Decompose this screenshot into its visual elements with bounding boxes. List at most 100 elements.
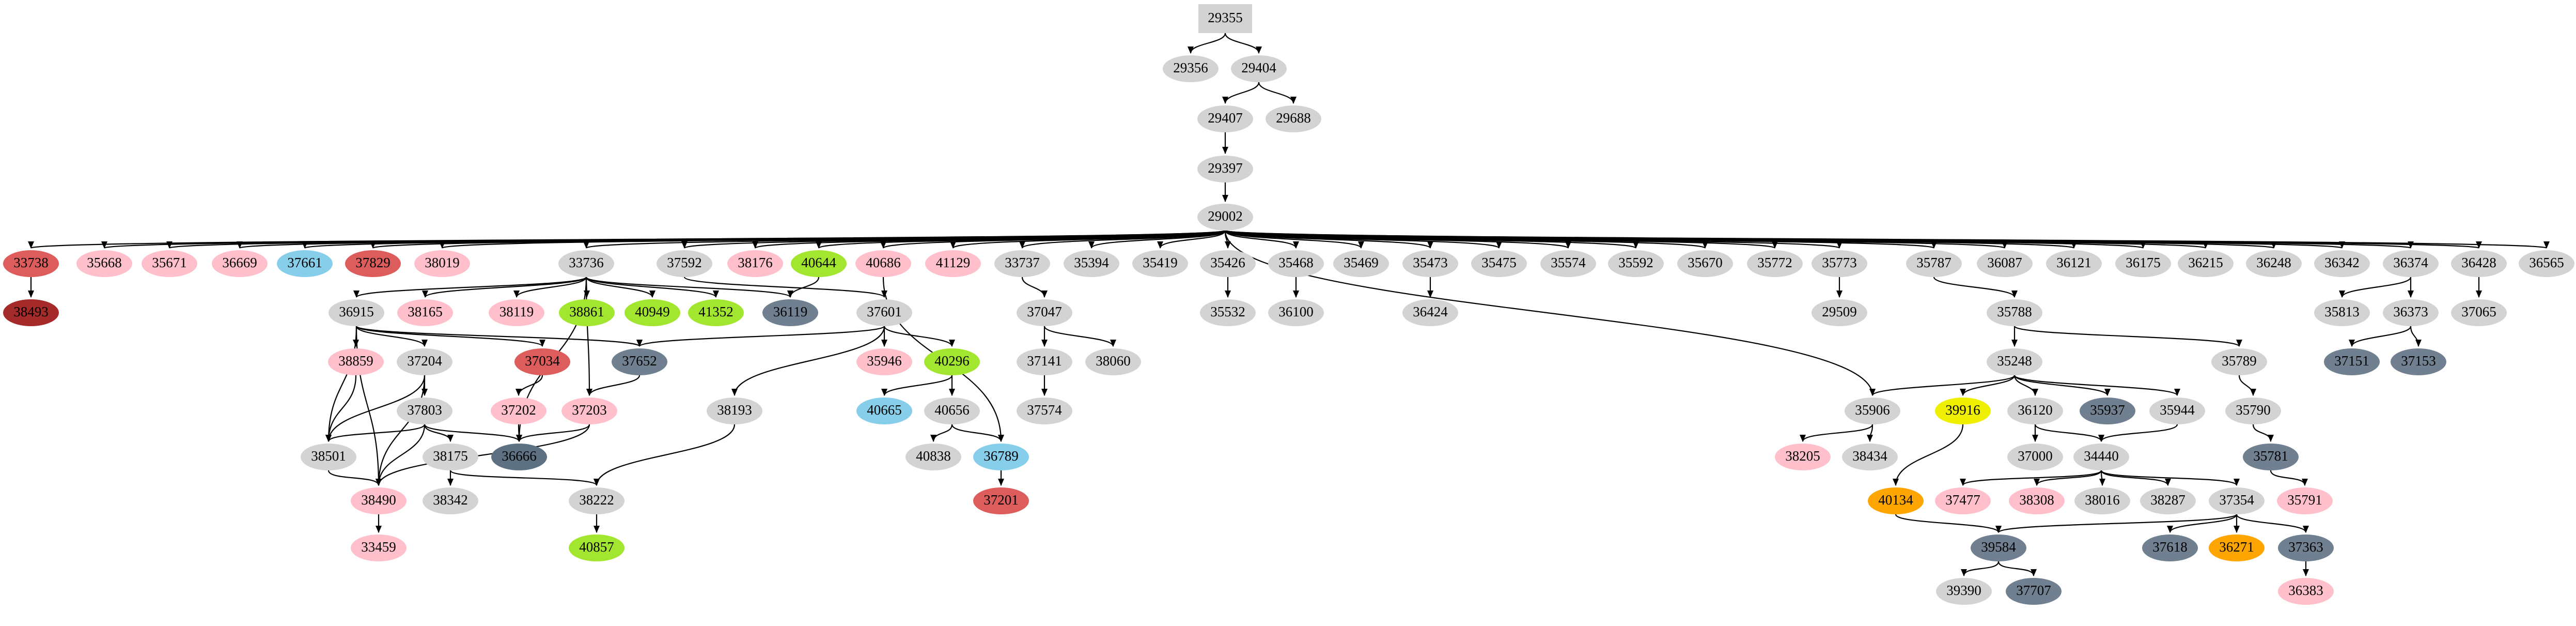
node-37829: 37829 xyxy=(345,250,401,277)
edge-37203-36666 xyxy=(516,424,590,442)
node-shape-39916 xyxy=(1935,398,1991,424)
node-38193: 38193 xyxy=(707,398,762,424)
edge-36915-37652 xyxy=(355,325,643,347)
node-label-38861: 38861 xyxy=(569,304,604,319)
node-label-35419: 35419 xyxy=(1143,255,1178,270)
node-shape-38859 xyxy=(328,348,384,375)
node-40686: 40686 xyxy=(855,250,911,277)
node-shape-35419 xyxy=(1132,250,1188,277)
node-36248: 36248 xyxy=(2246,250,2302,277)
node-38861: 38861 xyxy=(559,299,615,326)
node-shape-35248 xyxy=(1987,348,2042,375)
node-39390: 39390 xyxy=(1936,578,1992,605)
edge-35789-35790 xyxy=(2238,375,2256,396)
node-38859: 38859 xyxy=(328,348,384,375)
node-label-29509: 29509 xyxy=(1822,304,1857,319)
node-shape-36374 xyxy=(2383,250,2439,277)
node-shape-36669 xyxy=(212,250,268,277)
node-shape-40857 xyxy=(569,535,625,561)
node-35946: 35946 xyxy=(856,348,912,375)
node-shape-37477 xyxy=(1935,487,1991,514)
node-40857: 40857 xyxy=(569,535,625,561)
node-label-35787: 35787 xyxy=(1916,255,1951,270)
node-label-35790: 35790 xyxy=(2236,402,2271,418)
node-40949: 40949 xyxy=(625,299,680,326)
node-shape-37153 xyxy=(2391,348,2446,375)
node-label-37204: 37204 xyxy=(407,353,442,369)
edge-35788-35789 xyxy=(2013,325,2242,347)
node-37153: 37153 xyxy=(2391,348,2446,375)
node-shape-38490 xyxy=(351,487,407,514)
node-37000: 37000 xyxy=(2007,444,2063,470)
node-38176: 38176 xyxy=(727,250,783,277)
edge-35944-34440 xyxy=(2098,424,2178,442)
node-36383: 36383 xyxy=(2278,578,2334,605)
edge-34440-38308 xyxy=(2034,470,2102,486)
node-shape-35574 xyxy=(1540,250,1596,277)
node-shape-35781 xyxy=(2243,444,2299,470)
node-shape-37201 xyxy=(973,487,1029,514)
node-shape-36424 xyxy=(1402,299,1458,326)
node-shape-33459 xyxy=(351,535,407,561)
node-label-36215: 36215 xyxy=(2188,255,2223,270)
node-35773: 35773 xyxy=(1812,250,1867,277)
edge-36915-38501 xyxy=(325,326,357,442)
node-shape-35394 xyxy=(1064,250,1119,277)
edge-37354-37618 xyxy=(2167,514,2238,533)
node-35592: 35592 xyxy=(1608,250,1664,277)
node-37363: 37363 xyxy=(2278,535,2334,561)
edge-39584-37707 xyxy=(1997,561,2037,576)
node-label-35592: 35592 xyxy=(1618,255,1653,270)
node-35532: 35532 xyxy=(1200,299,1256,326)
node-label-37829: 37829 xyxy=(355,255,391,270)
node-label-37652: 37652 xyxy=(622,353,657,369)
node-shape-38175 xyxy=(423,444,478,470)
edge-35248-35937 xyxy=(2013,375,2111,396)
node-shape-37204 xyxy=(397,348,452,375)
node-shape-36666 xyxy=(491,444,547,470)
node-label-37618: 37618 xyxy=(2152,539,2188,555)
node-shape-36373 xyxy=(2383,299,2439,326)
node-35791: 35791 xyxy=(2277,487,2333,514)
node-shape-35944 xyxy=(2149,398,2205,424)
node-label-38493: 38493 xyxy=(13,304,49,319)
node-shape-37151 xyxy=(2324,348,2380,375)
node-label-37201: 37201 xyxy=(983,492,1019,508)
edge-37803-36666 xyxy=(424,424,522,442)
node-label-37065: 37065 xyxy=(2461,304,2496,319)
edge-35248-35906 xyxy=(1869,374,2016,396)
node-38019: 38019 xyxy=(414,250,470,277)
node-37065: 37065 xyxy=(2451,299,2507,326)
node-label-33459: 33459 xyxy=(361,539,396,555)
node-shape-29404 xyxy=(1231,55,1287,82)
node-shape-40838 xyxy=(905,444,961,470)
node-29356: 29356 xyxy=(1163,55,1219,82)
node-label-35475: 35475 xyxy=(1481,255,1517,270)
node-label-37153: 37153 xyxy=(2401,353,2436,369)
edge-29002-36565 xyxy=(1224,230,2549,249)
node-shape-37000 xyxy=(2007,444,2063,470)
node-shape-38176 xyxy=(727,250,783,277)
node-shape-35668 xyxy=(76,250,132,277)
node-label-37000: 37000 xyxy=(2018,448,2053,464)
node-40656: 40656 xyxy=(924,398,980,424)
node-label-40949: 40949 xyxy=(635,304,670,319)
node-29002: 29002 xyxy=(1197,204,1253,231)
node-36373: 36373 xyxy=(2383,299,2439,326)
edge-33736-36915 xyxy=(353,276,587,298)
node-label-39916: 39916 xyxy=(1945,402,1980,418)
edge-35790-35781 xyxy=(2252,424,2274,442)
node-29407: 29407 xyxy=(1197,105,1253,132)
node-shape-36120 xyxy=(2007,398,2063,424)
node-37652: 37652 xyxy=(612,348,667,375)
node-shape-36428 xyxy=(2451,250,2507,277)
node-29355: 29355 xyxy=(1198,4,1252,33)
node-label-35781: 35781 xyxy=(2253,448,2288,464)
node-label-36428: 36428 xyxy=(2461,255,2496,270)
node-shape-37047 xyxy=(1017,299,1072,326)
node-label-40665: 40665 xyxy=(867,402,902,418)
node-shape-35788 xyxy=(1987,299,2042,326)
edge-37354-39584 xyxy=(1995,513,2238,533)
node-label-40134: 40134 xyxy=(1878,492,1913,508)
node-38205: 38205 xyxy=(1775,444,1831,470)
